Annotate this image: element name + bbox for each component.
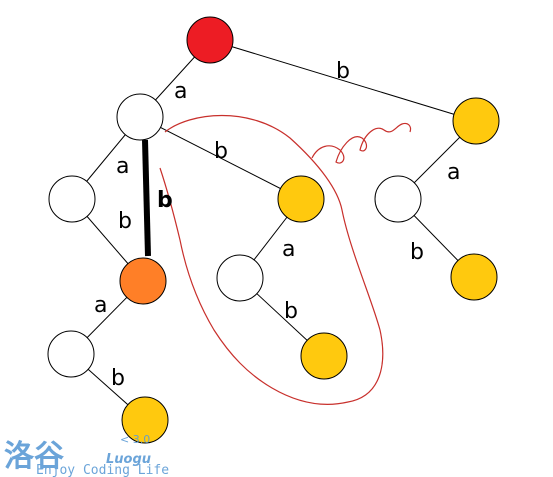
watermark-chinese: 洛谷 xyxy=(4,439,64,474)
node-orange xyxy=(119,257,167,305)
node-right-yellow xyxy=(452,97,500,145)
red-squiggle-annotation xyxy=(311,122,412,164)
label-orange-a: a xyxy=(94,293,107,318)
label-left-b2: b xyxy=(118,209,132,234)
label-root-right: b xyxy=(336,59,350,84)
edge-root-right xyxy=(209,39,477,122)
node-left-2 xyxy=(48,175,96,223)
watermark-brand: Luogu xyxy=(106,452,151,467)
node-bottom-yellow xyxy=(121,396,169,444)
node-mid-yellow-2 xyxy=(300,332,348,380)
node-right-white xyxy=(374,175,422,223)
node-root xyxy=(186,16,234,64)
label-left-bold-b: b xyxy=(157,188,173,213)
label-left-a: a xyxy=(116,154,129,179)
label-right-b: b xyxy=(410,240,424,265)
label-mid-a: a xyxy=(282,237,295,262)
luogu-watermark: 洛谷 < 3.0 Luogu Enjoy Coding Life xyxy=(4,433,169,477)
label-mid-b2: b xyxy=(284,299,298,324)
node-mid-white xyxy=(216,254,264,302)
node-left-1 xyxy=(116,93,164,141)
node-mid-yellow xyxy=(277,175,325,223)
label-mid-b: b xyxy=(214,139,228,164)
red-loop-annotation xyxy=(159,114,384,405)
watermark-slogan: Enjoy Coding Life xyxy=(36,463,169,477)
label-right-a: a xyxy=(447,160,460,185)
label-root-left: a xyxy=(174,79,187,104)
watermark-version: < 3.0 xyxy=(120,433,150,446)
label-bottom-b: b xyxy=(111,366,125,391)
bold-fail-edge xyxy=(142,139,151,257)
node-right-yellow-2 xyxy=(450,253,498,301)
node-left-4 xyxy=(47,330,95,378)
